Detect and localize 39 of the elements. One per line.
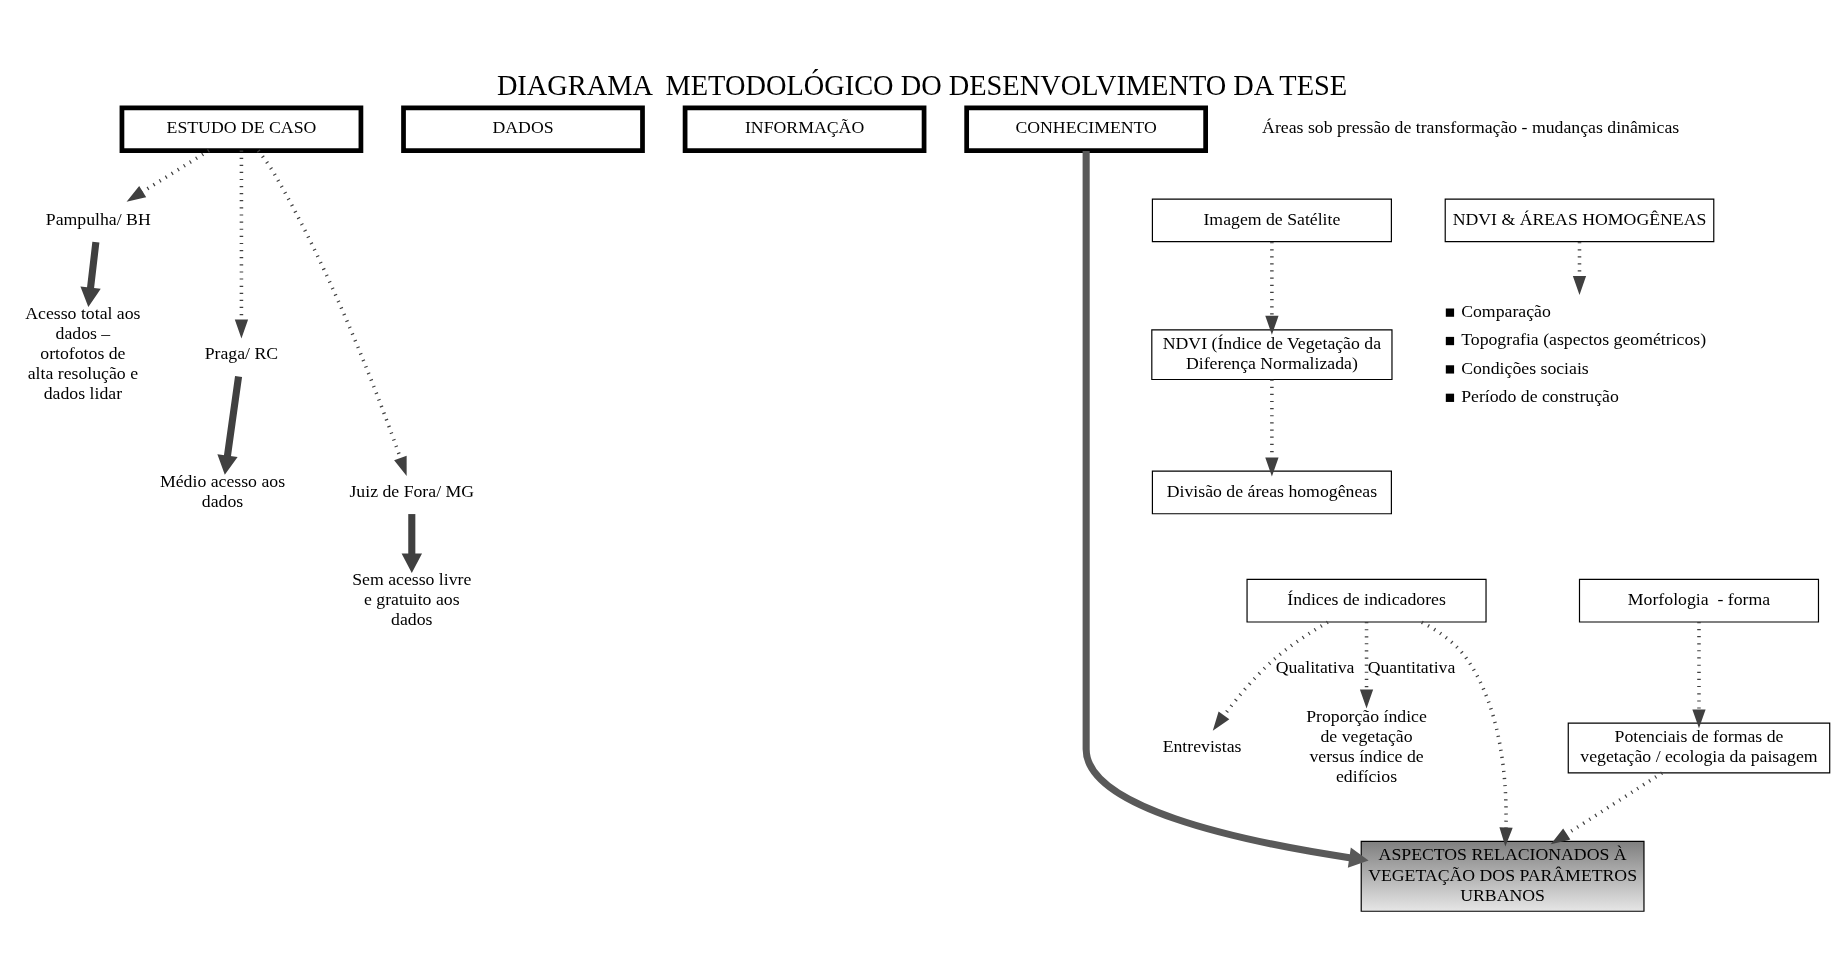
arrow bbox=[1082, 150, 1369, 868]
node-text: Médio acesso aos dados bbox=[159, 470, 285, 511]
node-box: Morfologia - forma bbox=[1578, 578, 1819, 623]
diagram-title: DIAGRAMA METODOLÓGICO DO DESENVOLVIMENTO DA TESE bbox=[496, 70, 1347, 102]
node-text: Entrevistas bbox=[1162, 736, 1241, 757]
node-text: Comparação Topografia (aspectos geométricos) Condições sociais Período de construção bbox=[1460, 300, 1706, 406]
arrow bbox=[234, 150, 248, 339]
arrow bbox=[216, 375, 242, 475]
node-box: ESTUDO DE CASO bbox=[119, 105, 363, 153]
node-box: NDVI & ÁREAS HOMOGÊNEAS bbox=[1444, 198, 1714, 243]
arrow bbox=[126, 149, 210, 202]
arrow bbox=[1691, 622, 1706, 729]
arrow bbox=[1550, 771, 1663, 845]
arrow bbox=[1420, 620, 1513, 847]
node-text: Acesso total aos dados – ortofotos de alta resolução e dados lidar bbox=[24, 302, 141, 403]
arrow bbox=[1212, 620, 1329, 731]
node-box: Potenciais de formas de vegetação / ecologia da paisagem bbox=[1567, 722, 1830, 774]
node-text: Sem acesso livre e gratuito aos dados bbox=[351, 568, 471, 629]
arrow bbox=[1572, 242, 1586, 295]
arrow bbox=[1264, 242, 1279, 335]
node-box: Imagem de Satélite bbox=[1151, 198, 1392, 243]
node-text: Praga/ RC bbox=[204, 342, 278, 363]
node-text: Proporção índice de vegetação versus índice de edifícios bbox=[1305, 705, 1427, 787]
node-box: Divisão de áreas homogêneas bbox=[1151, 470, 1392, 515]
arrow bbox=[1359, 622, 1373, 709]
node-box: Índices de indicadores bbox=[1245, 578, 1487, 623]
label: Áreas sob pressão de transformação - mudanças dinâmicas bbox=[1261, 117, 1679, 138]
arrow bbox=[256, 149, 407, 476]
edge-label: Qualitativa bbox=[1275, 657, 1354, 678]
edge-label: Quantitativa bbox=[1367, 657, 1455, 678]
arrow bbox=[79, 241, 101, 307]
node-box: NDVI (Índice de Vegetação da Diferença Normalizada) bbox=[1150, 329, 1393, 381]
node-box: INFORMAÇÃO bbox=[682, 105, 926, 153]
node-text: Pampulha/ BH bbox=[45, 208, 151, 229]
node-text: Juiz de Fora/ MG bbox=[348, 480, 474, 501]
arrow bbox=[1264, 379, 1279, 477]
node-box: CONHECIMENTO bbox=[963, 105, 1208, 153]
node-box: ASPECTOS RELACIONADOS À VEGETAÇÃO DOS PARÂMETROS URBANOS bbox=[1360, 840, 1645, 912]
node-box: DADOS bbox=[400, 105, 645, 153]
